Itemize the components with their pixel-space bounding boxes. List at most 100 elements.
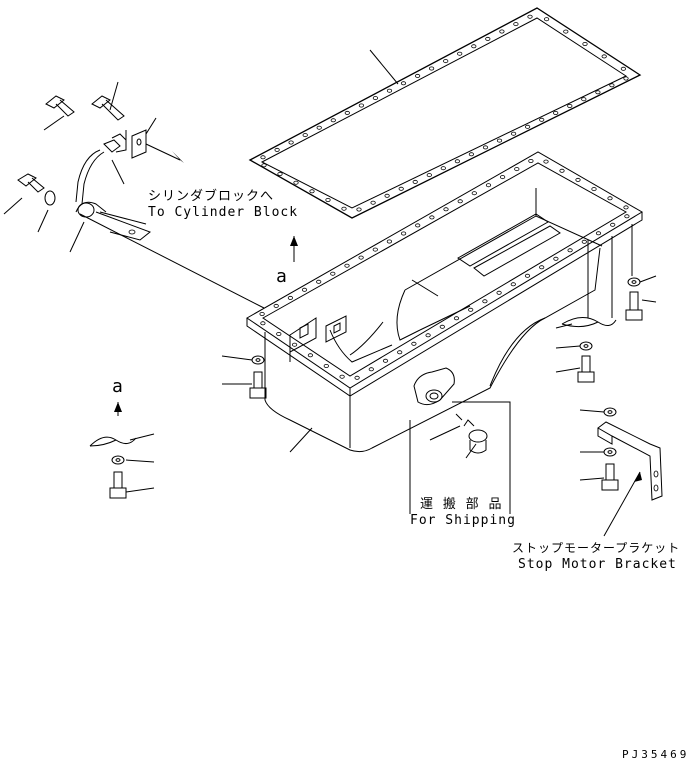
leader-r1 (639, 275, 657, 283)
bolt-hole (582, 42, 588, 47)
bolt-hole (386, 88, 393, 93)
bolt-hole (307, 353, 313, 358)
bolt-hole (356, 207, 362, 212)
bolt-hole (341, 206, 347, 211)
bolt-hole (439, 324, 445, 329)
leader-r6 (579, 409, 605, 413)
right-side-parts (561, 277, 643, 491)
bolt-hole (428, 66, 435, 71)
leader-bolt-left (3, 197, 23, 215)
bolt-hole (260, 155, 266, 160)
leader-shipping-2 (465, 443, 477, 459)
leader-r2 (641, 299, 657, 303)
leader-gasket (369, 49, 399, 85)
label-view-a-left: a (112, 376, 123, 397)
bolt-hole (601, 54, 607, 59)
pan-bolt-left (249, 355, 267, 399)
bolt-hole (482, 145, 489, 150)
bolt-hole (293, 180, 299, 185)
bolt-hole (609, 83, 615, 88)
bolt-hole (563, 29, 569, 34)
bolt-hole (575, 177, 581, 182)
bolt-hole (358, 103, 364, 108)
bolt-hole (471, 44, 477, 49)
bolt-hole (288, 140, 294, 145)
stop-motor-bracket (597, 421, 663, 501)
bolt-hole (581, 239, 587, 244)
for-shipping-group (409, 401, 511, 514)
bolt-hole (368, 367, 374, 372)
leader-stop-motor-bracket-head (634, 472, 642, 482)
bolt-hole (382, 358, 389, 363)
bolt-hole (301, 287, 308, 292)
bolt-hole (287, 295, 293, 300)
bolt-hole (397, 350, 403, 355)
bolt-hole (607, 196, 613, 201)
label-view-a-center: a (276, 266, 287, 287)
label-to-cylinder-block-jp: シリンダブロックへ (148, 188, 274, 204)
bolt-hole (277, 171, 283, 176)
label-stop-motor-bracket-jp: ストップモータープラケット (512, 541, 680, 555)
label-for-shipping-jp: 運 搬 部 品 (420, 497, 502, 512)
bolt-hole (567, 248, 573, 253)
bolt-hole (581, 97, 587, 102)
leader-oil-pan (289, 427, 313, 453)
bolt-hole (485, 36, 491, 41)
bolt-hole (400, 231, 407, 236)
bolt-hole (426, 173, 432, 178)
bolt-hole (543, 159, 549, 164)
bolt-hole (259, 311, 265, 316)
label-stop-motor-bracket-en: Stop Motor Bracket (518, 557, 677, 572)
leader-clip (145, 117, 157, 135)
bolt-hole (415, 223, 421, 228)
bolt-hole (457, 199, 463, 204)
bolt-hole (468, 152, 474, 157)
bolt-hole (624, 214, 630, 219)
bolt-hole (499, 175, 506, 180)
bolt-hole (302, 133, 308, 138)
bolt-hole (273, 303, 279, 308)
label-for-shipping-en: For Shipping (410, 513, 516, 528)
leader-left-washer (125, 459, 155, 463)
bolt-hole (457, 51, 463, 56)
bolt-hole (623, 76, 629, 81)
bolt-hole (527, 14, 533, 19)
bolt-hole (443, 207, 449, 212)
bolt-hole (386, 239, 392, 244)
arrow-a-left-head (114, 402, 122, 412)
leader-sensor (111, 159, 125, 185)
leader-stop-motor-bracket (603, 471, 641, 537)
dipstick-assembly (17, 95, 265, 309)
bolt-hole (485, 183, 492, 188)
bolt-hole (453, 316, 460, 321)
leader-r3 (555, 323, 573, 329)
bolt-hole (513, 22, 519, 27)
bolt-hole (344, 110, 350, 115)
drawing-code: PJ35469 (622, 748, 689, 761)
bolt-hole (539, 117, 545, 122)
detail-group-left (89, 436, 137, 499)
bolt-hole (543, 17, 550, 22)
arrow-a-center-head (290, 236, 298, 246)
bolt-hole (261, 163, 267, 168)
bolt-hole (443, 59, 449, 64)
bolt-hole (539, 265, 545, 270)
bolt-hole (553, 256, 559, 261)
bolt-hole (339, 374, 345, 379)
bolt-hole (358, 255, 364, 260)
bolt-hole (398, 186, 404, 191)
bolt-hole (454, 159, 460, 164)
bolt-hole (591, 187, 597, 192)
bolt-hole (429, 215, 435, 220)
oil-pan-gasket (248, 7, 642, 219)
bolt-hole (553, 111, 559, 116)
bolt-hole (440, 166, 446, 171)
leader-bolt-b (109, 81, 119, 111)
bolt-hole (316, 125, 322, 130)
leader-r5 (555, 367, 581, 373)
bolt-hole (471, 191, 477, 196)
bolt-hole (623, 205, 629, 210)
bolt-hole (482, 299, 488, 304)
bolt-hole (496, 138, 503, 143)
bolt-hole (260, 321, 266, 326)
